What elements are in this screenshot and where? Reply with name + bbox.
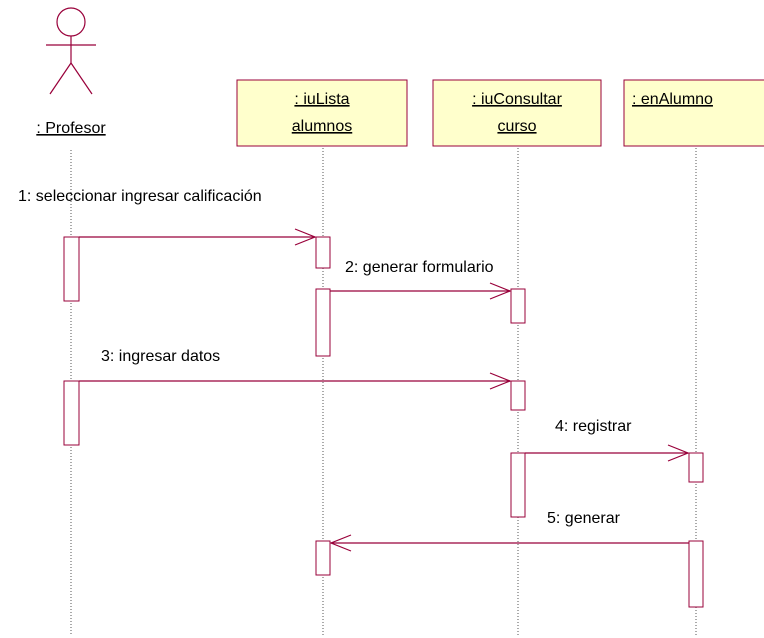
activation-alumno-2 — [688, 540, 704, 608]
message-label: 2: generar formulario — [345, 259, 494, 276]
object-iuconsultar-curso: : iuConsultar curso — [432, 79, 602, 147]
arrowhead-icon — [489, 282, 512, 300]
actor-profesor — [46, 7, 96, 95]
activation-lista-2 — [315, 288, 331, 357]
lifelines — [70, 148, 697, 636]
message-label: 3: ingresar datos — [101, 348, 220, 365]
actor-label: : Profesor — [36, 120, 106, 137]
object-iulista-alumnos: : iuLista alumnos — [236, 79, 408, 147]
arrowhead-icon — [489, 372, 512, 390]
activation-lista-1 — [315, 236, 331, 269]
activations — [63, 236, 704, 608]
activation-profesor-1 — [63, 236, 80, 302]
message-4: 4: registrar — [525, 418, 690, 462]
object-box — [623, 79, 764, 147]
activation-consultar-3 — [510, 452, 526, 518]
activation-consultar-1 — [510, 288, 526, 324]
activation-profesor-2 — [63, 380, 80, 446]
actor-head — [56, 7, 86, 37]
actor-right-leg — [70, 62, 93, 95]
arrowhead-icon — [294, 228, 317, 246]
message-2: 2: generar formulario — [330, 259, 512, 300]
object-label-line1: : iuConsultar — [472, 91, 562, 108]
message-label: 1: seleccionar ingresar calificación — [18, 188, 262, 205]
arrowhead-icon — [667, 444, 690, 462]
activation-lista-3 — [315, 540, 331, 576]
message-3: 3: ingresar datos — [79, 348, 512, 390]
object-box — [236, 79, 408, 147]
object-label-line1: : iuLista — [294, 91, 349, 108]
object-enalumno: : enAlumno — [623, 79, 764, 147]
actor-left-leg — [49, 62, 72, 95]
object-label-line1: : enAlumno — [632, 91, 713, 108]
message-label: 5: generar — [547, 510, 621, 527]
object-label-line2: alumnos — [292, 118, 352, 135]
arrowhead-icon — [329, 534, 352, 552]
activation-consultar-2 — [510, 380, 526, 411]
message-5: 5: generar — [329, 510, 689, 552]
message-label: 4: registrar — [555, 418, 632, 435]
message-1: 1: seleccionar ingresar calificación — [18, 188, 317, 246]
object-box — [432, 79, 602, 147]
object-label-line2: curso — [497, 118, 536, 135]
activation-alumno-1 — [688, 452, 704, 483]
